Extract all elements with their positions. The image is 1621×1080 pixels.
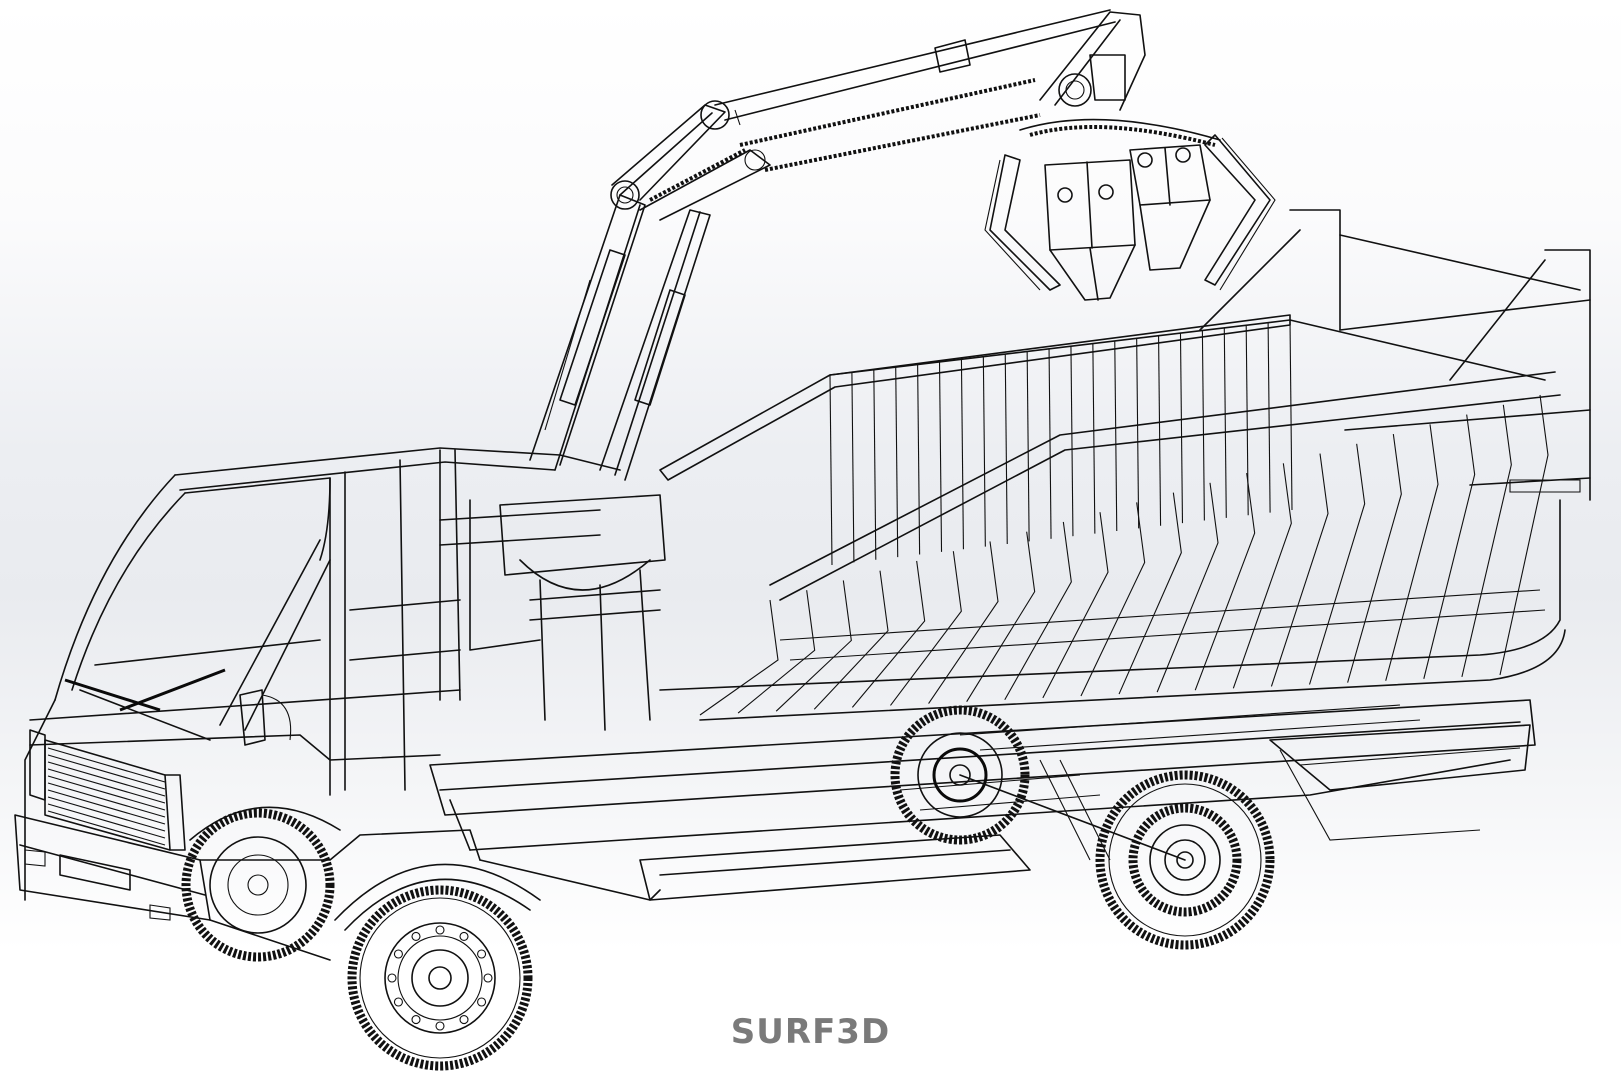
wheel-front-near [347,885,533,1071]
wheel-front-far [181,808,335,962]
cab [14,447,661,961]
grapple-claw [984,118,1276,301]
wheel-rear-near [1095,770,1275,950]
watermark: SURF3D [730,1012,891,1052]
chassis-frame [429,699,1536,901]
crane [499,9,1146,731]
cargo-bed [659,209,1591,721]
wheel-rear-far [890,705,1030,845]
rear-axle [959,774,1186,861]
